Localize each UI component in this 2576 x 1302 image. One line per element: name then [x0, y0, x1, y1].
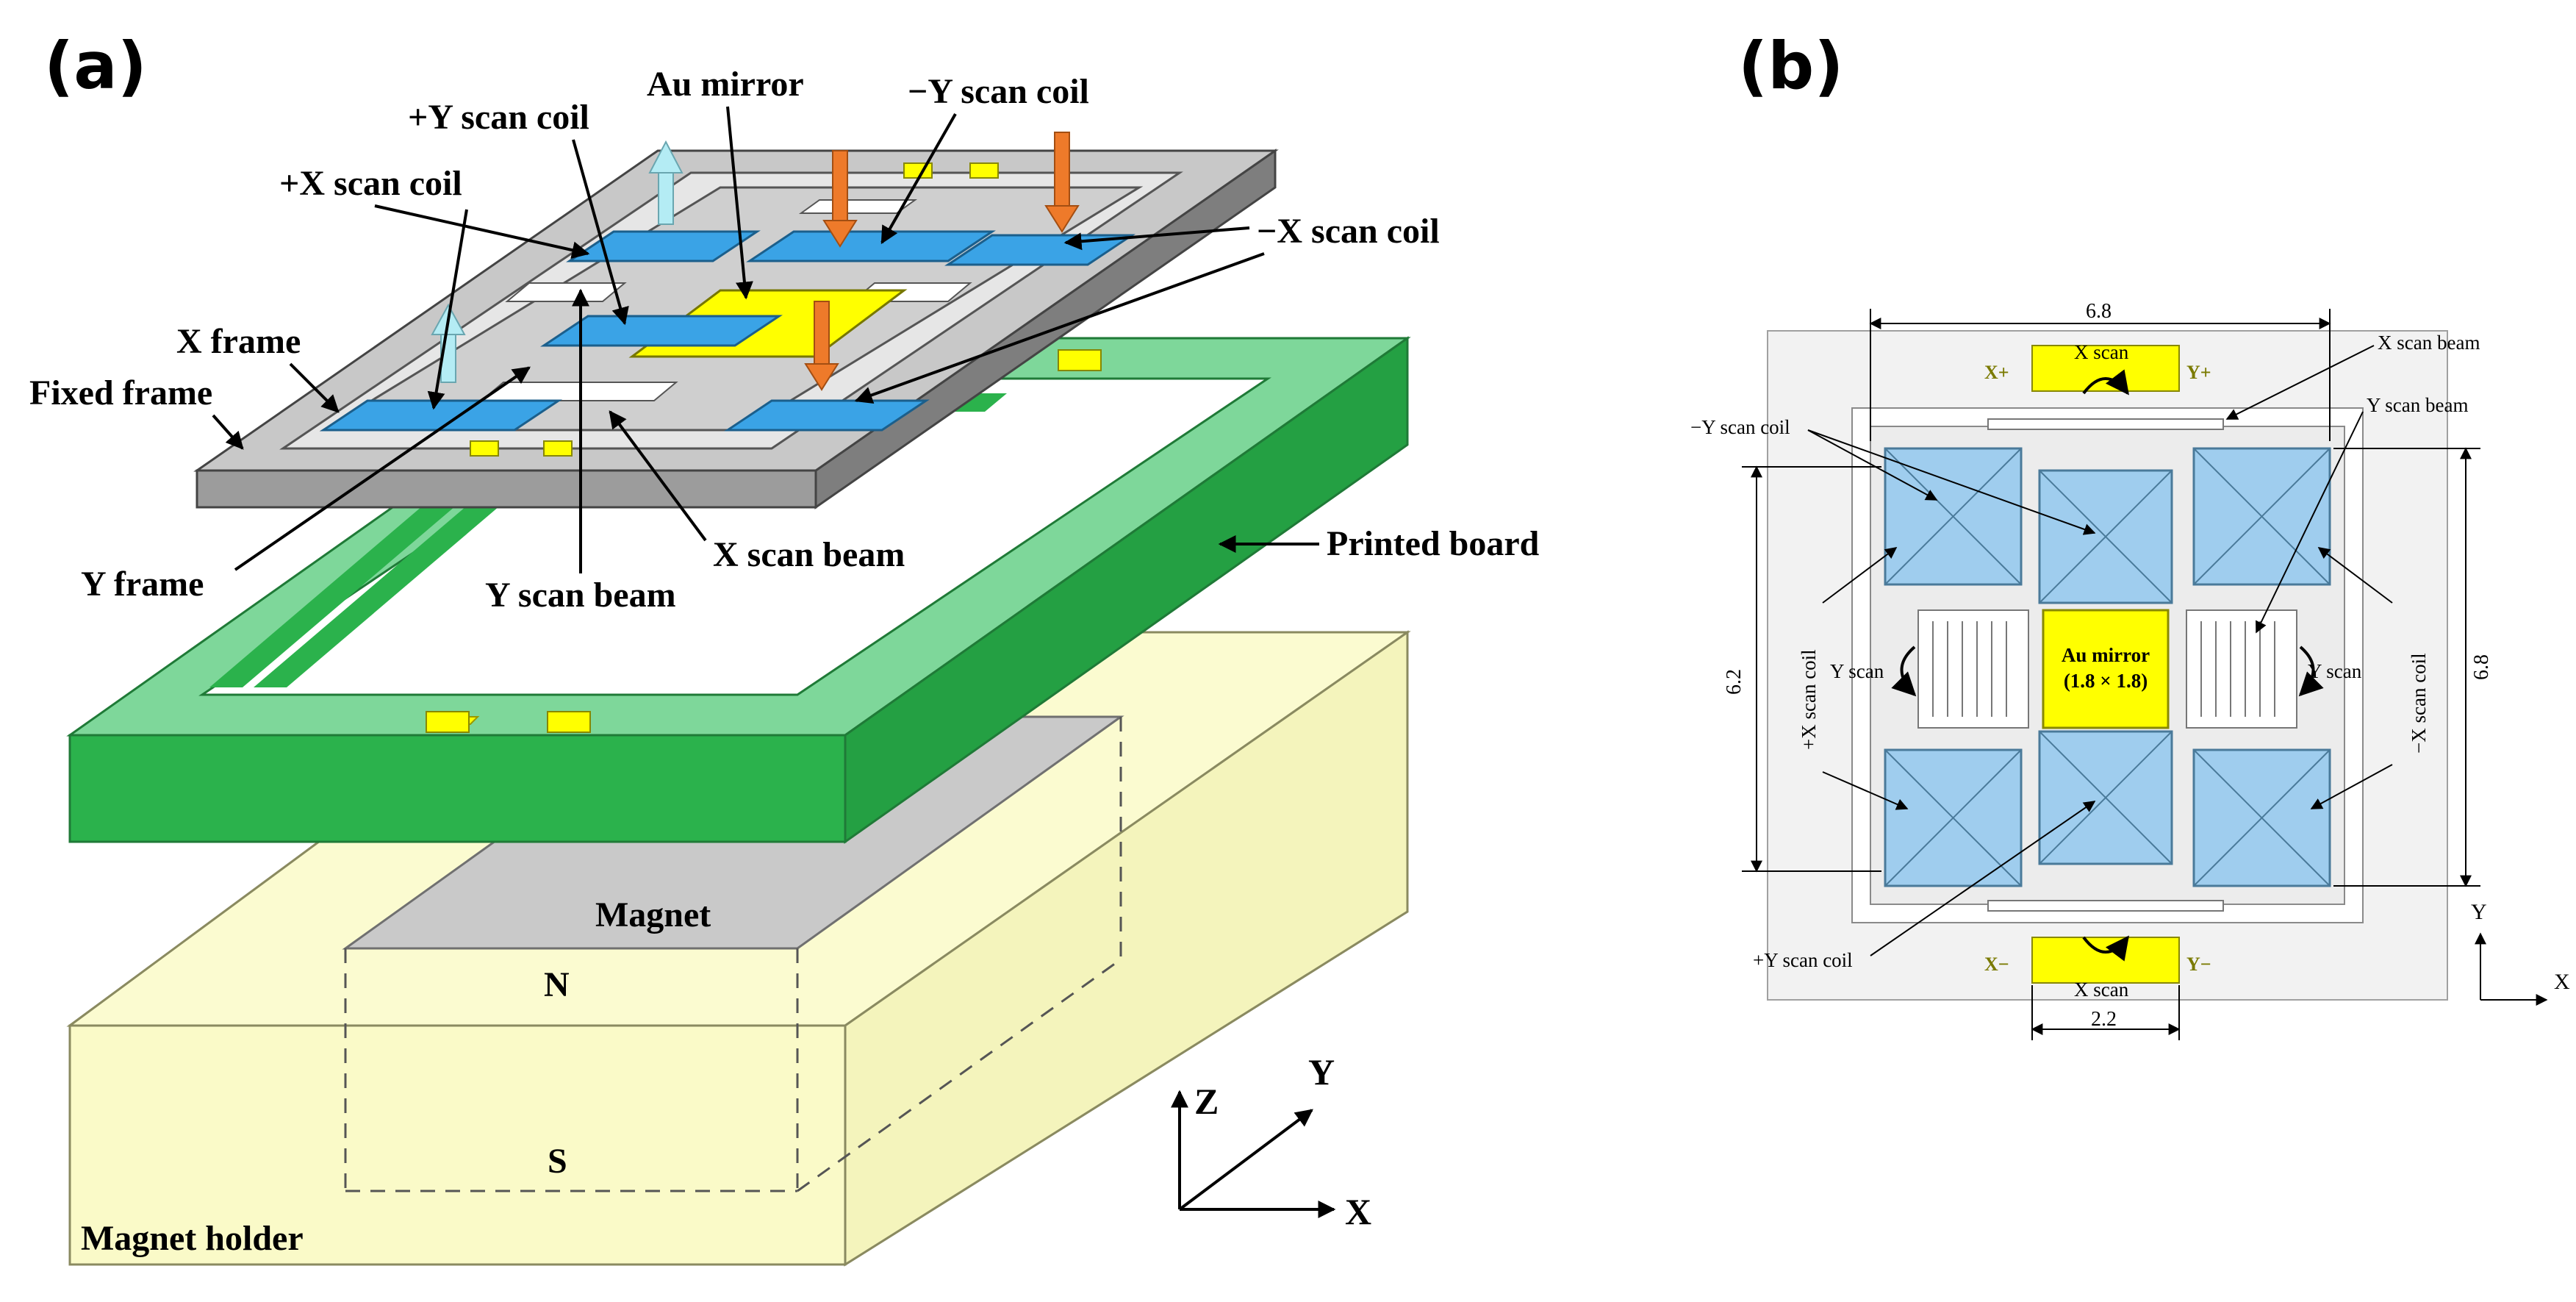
axis-x-b: X [2554, 970, 2570, 994]
plus-x-coil-3d [320, 399, 562, 432]
label-au-mirror: Au mirror [647, 65, 804, 104]
label-b-mirror-2: (1.8 × 1.8) [2064, 670, 2148, 692]
panel-b-device: Au mirror (1.8 × 1.8) X+ Y+ X scan X− Y−… [1767, 330, 2448, 1001]
label-minus-y-coil: −Y scan coil [908, 72, 1089, 111]
y-scan-beam-left [1917, 609, 2029, 729]
label-b-minus-y-coil: −Y scan coil [1690, 416, 1790, 438]
label-plus-x-coil: +X scan coil [279, 164, 462, 203]
axes-b: Y X [2471, 900, 2570, 1006]
pad-x-minus: X− [1984, 954, 2009, 975]
label-y-scan-beam: Y scan beam [485, 576, 676, 615]
panel-label-b: (b) [1738, 28, 1843, 104]
label-magnet: Magnet [595, 895, 711, 934]
label-printed-board: Printed board [1327, 524, 1540, 563]
printed-board [66, 336, 1411, 844]
pad-y-minus: Y− [2186, 954, 2211, 975]
coil-tr [2192, 447, 2331, 586]
axis-x-a: X [1345, 1191, 1371, 1232]
panel-b-labels: X scan beam Y scan beam −Y scan coil +X … [1690, 332, 2480, 971]
down-arrow-1 [822, 150, 858, 248]
axis-y-b: Y [2471, 900, 2487, 924]
label-b-x-scan-top: X scan [2074, 341, 2129, 363]
pad-bottom [2031, 937, 2180, 984]
axis-z-a: Z [1194, 1081, 1219, 1122]
axes-a: Z Y X [1171, 1051, 1371, 1232]
coil-tm [2038, 469, 2173, 604]
force-arrows [431, 132, 1080, 391]
axis-y-a: Y [1308, 1051, 1335, 1092]
label-b-minus-x-coil: −X scan coil [2408, 653, 2430, 754]
label-plus-y-coil: +Y scan coil [408, 98, 589, 137]
panel-b-dimensions: 6.8 6.2 6.8 2.2 [1723, 300, 2493, 1040]
coil-bl [1884, 748, 2023, 887]
au-mirror-2d [2042, 609, 2170, 729]
b-coils [1884, 447, 2331, 887]
y-scan-beam-right [2186, 609, 2297, 729]
label-b-x-scan-bottom: X scan [2074, 979, 2129, 1001]
label-minus-x-coil: −X scan coil [1257, 212, 1440, 251]
label-south: S [548, 1142, 567, 1181]
dim-top: 6.8 [2086, 300, 2112, 323]
label-b-plus-y-coil: +Y scan coil [1753, 949, 1853, 971]
coil-br [2192, 748, 2331, 887]
dim-left: 6.2 [1723, 669, 1746, 695]
label-x-frame: X frame [176, 322, 301, 361]
coil-tl [1884, 447, 2023, 586]
dim-right: 6.8 [2470, 654, 2493, 680]
label-y-frame: Y frame [81, 565, 204, 604]
label-b-mirror-1: Au mirror [2062, 644, 2150, 666]
label-b-y-scan-beam: Y scan beam [2367, 394, 2468, 416]
dim-bottom: 2.2 [2091, 1008, 2117, 1031]
up-arrow-2 [648, 140, 684, 225]
label-fixed-frame: Fixed frame [29, 373, 212, 412]
pad-y-plus: Y+ [2186, 362, 2211, 383]
label-b-y-scan-right: Y scan [2308, 660, 2362, 682]
down-arrow-2 [1044, 132, 1080, 233]
coil-bm [2038, 730, 2173, 865]
panel-a-labels: Au mirror +Y scan coil −Y scan coil +X s… [29, 65, 1540, 1258]
mems-chip [193, 149, 1279, 509]
label-north: N [544, 965, 570, 1004]
label-x-scan-beam: X scan beam [713, 535, 905, 574]
label-b-y-scan-left: Y scan [1830, 660, 1884, 682]
label-b-plus-x-coil: +X scan coil [1798, 649, 1820, 750]
pad-x-plus: X+ [1984, 362, 2009, 383]
label-magnet-holder: Magnet holder [81, 1219, 304, 1258]
panel-label-a: (a) [44, 28, 147, 104]
down-arrow-3 [804, 301, 839, 391]
label-b-x-scan-beam: X scan beam [2378, 332, 2480, 354]
